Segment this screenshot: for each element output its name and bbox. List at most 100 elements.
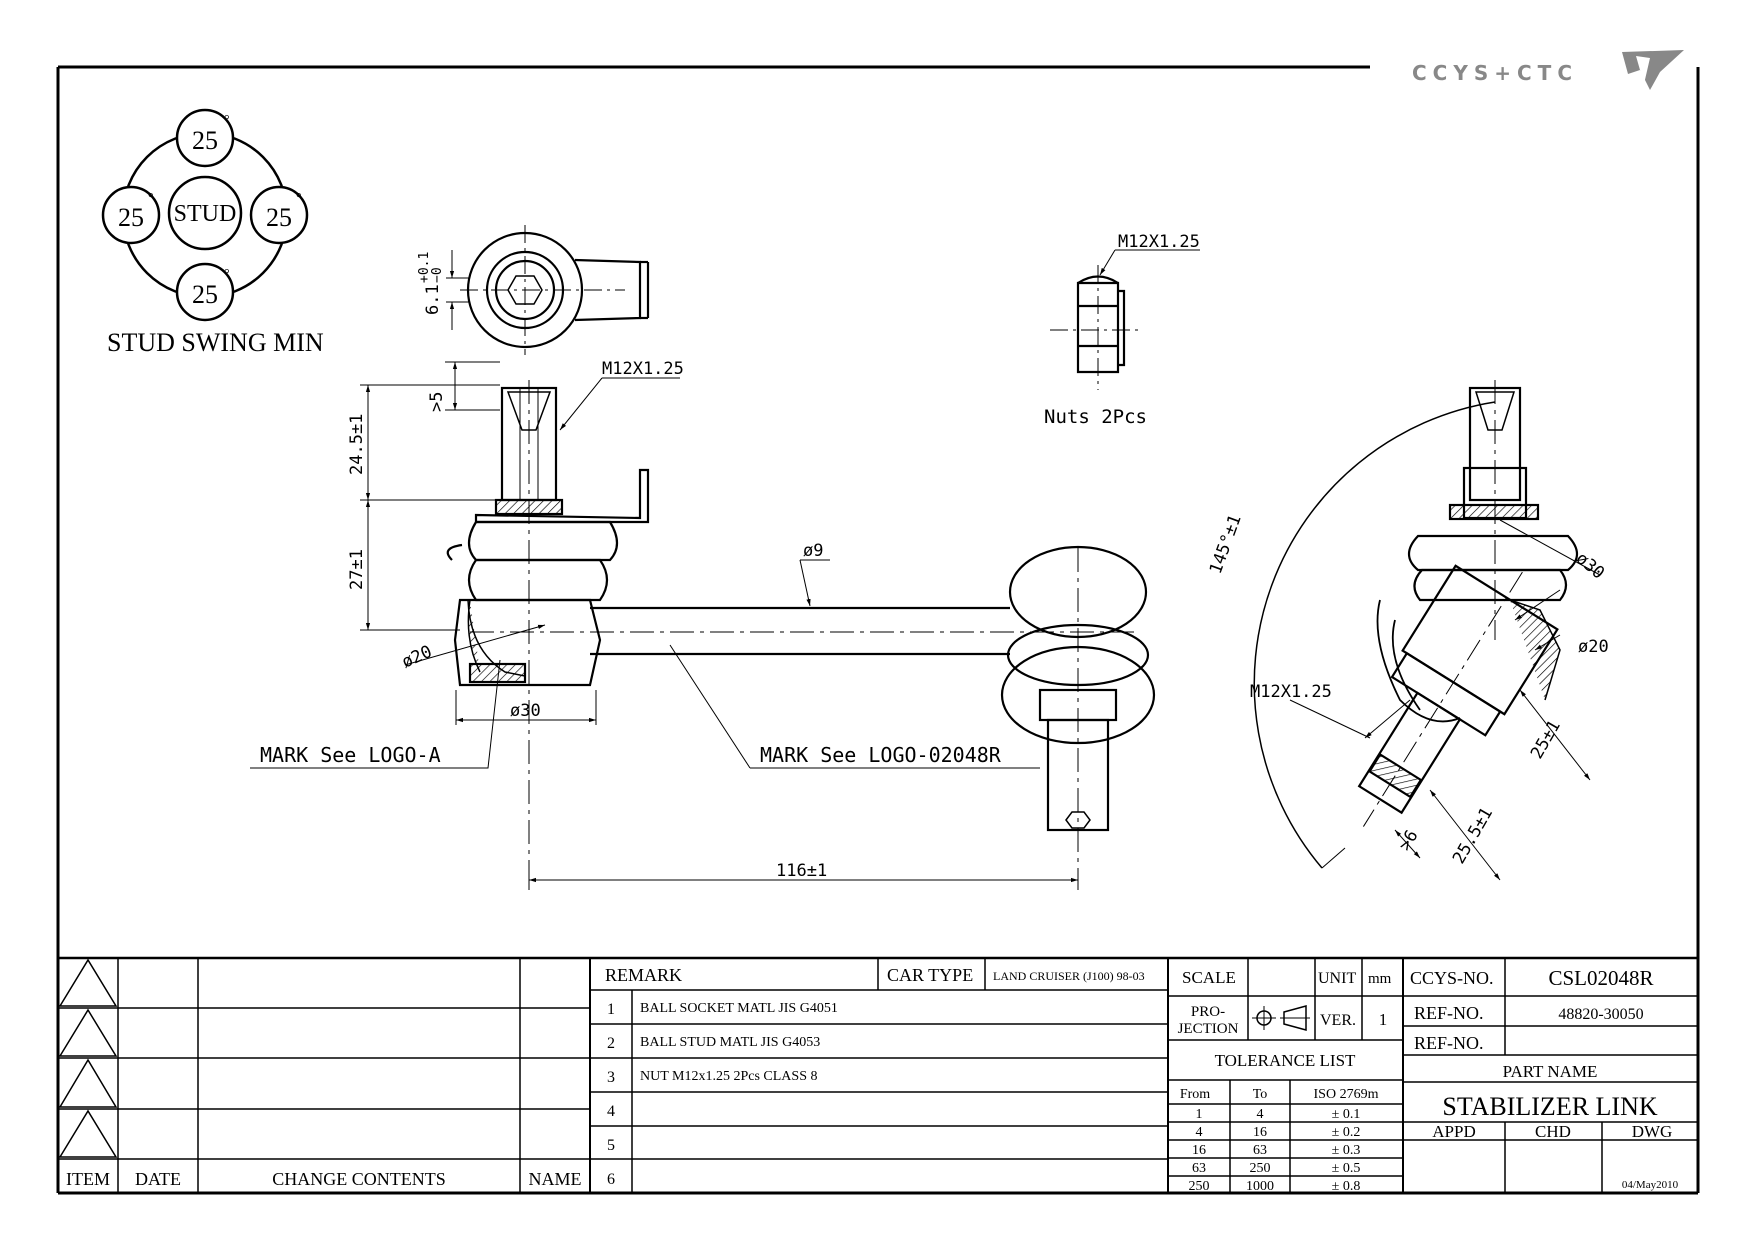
svg-text:3: 3 [607,1069,615,1086]
svg-text:± 0.5: ± 0.5 [1332,1161,1361,1176]
brand-logo: CCYS+CTC [1412,50,1684,90]
brand-name: CCYS+CTC [1412,61,1578,85]
side-dim-b: 25.5±1 [1449,804,1497,867]
ccys-number: CSL02048R [1548,966,1653,990]
side-view [1253,380,1601,881]
nut-labels: M12X1.25 Nuts 2Pcs [1044,232,1200,428]
mark-logo-b: MARK See LOGO-02048R [760,743,1002,767]
stud-thread: M12X1.25 [602,359,684,379]
svg-text:63: 63 [1192,1161,1206,1176]
swing-angle: 145°±1 [1206,512,1246,577]
svg-text:4: 4 [1196,1125,1203,1140]
scale-label: SCALE [1182,968,1236,987]
remark-item-1: BALL SOCKET MATL JIS G4051 [640,1001,838,1016]
svg-text:± 0.3: ± 0.3 [1332,1143,1361,1158]
svg-text:°: ° [148,191,154,206]
swing-angle-bottom: 25 [192,280,218,309]
nut-thread: M12X1.25 [1118,232,1200,252]
socket-height: 27±1 [347,549,367,590]
title-block-grid [58,956,1698,1193]
svg-text:250: 250 [1250,1161,1271,1176]
ref1-number: 48820-30050 [1558,1006,1643,1023]
change-header: CHANGE CONTENTS [272,1169,446,1189]
svg-text:2: 2 [607,1035,615,1052]
svg-text:1000: 1000 [1246,1179,1274,1194]
socket-dia: ø30 [510,701,541,721]
svg-text:1: 1 [1196,1107,1203,1122]
svg-text:± 0.2: ± 0.2 [1332,1125,1361,1140]
svg-text:ISO 2769m: ISO 2769m [1314,1087,1379,1102]
front-view [446,380,1156,880]
width-dim: 6.1 [423,284,443,315]
svg-text:16: 16 [1253,1125,1267,1140]
svg-text:5: 5 [607,1137,615,1154]
min-thread: >5 [427,392,447,412]
svg-text:From: From [1180,1087,1210,1102]
appd-label: APPD [1432,1122,1475,1141]
tolerance-title: TOLERANCE LIST [1215,1051,1356,1070]
unit-label: UNIT [1318,970,1356,987]
svg-text:± 0.8: ± 0.8 [1332,1179,1361,1194]
remark-label: REMARK [605,965,682,985]
swing-title: STUD SWING MIN [107,328,324,357]
svg-text:PRO-: PRO- [1191,1004,1225,1020]
top-view-dimension: 6.1 +0.1 −0 [417,252,445,315]
drawing-date: 04/May2010 [1622,1179,1679,1191]
tolerance-table: 1 4 ± 0.1 4 16 ± 0.2 16 63 ± 0.3 63 250 … [1189,1107,1361,1194]
frame [56,65,1700,1195]
remark-item-3: NUT M12x1.25 2Pcs CLASS 8 [640,1069,818,1084]
unit-value: mm [1368,971,1392,987]
svg-text:± 0.1: ± 0.1 [1332,1107,1361,1122]
nut-view [1050,249,1200,390]
svg-text:63: 63 [1253,1143,1267,1158]
side-min-thread: >6 [1395,827,1423,855]
svg-text:250: 250 [1189,1179,1210,1194]
svg-text:1: 1 [607,1001,615,1018]
bar-dia: ø9 [803,541,823,561]
revision-headers: ITEM DATE CHANGE CONTENTS NAME [66,1169,582,1189]
ball-dia: ø20 [399,642,435,673]
swing-angle-top: 25 [192,126,218,155]
svg-text:JECTION: JECTION [1178,1021,1239,1037]
mark-logo-a: MARK See LOGO-A [260,743,441,767]
remark-block: REMARK CAR TYPE LAND CRUISER (J100) 98-0… [605,965,1145,1188]
name-header: NAME [529,1169,582,1189]
ver-label: VER. [1320,1012,1356,1029]
nut-qty: Nuts 2Pcs [1044,406,1147,428]
svg-text:°: ° [296,191,302,206]
stud-length: 24.5±1 [347,414,367,475]
ref1-label: REF-NO. [1414,1003,1484,1023]
date-header: DATE [135,1169,181,1189]
svg-text:4: 4 [607,1103,615,1120]
ccys-label: CCYS-NO. [1410,968,1494,988]
svg-text:+0.1: +0.1 [417,252,432,283]
swing-angle-right: 25 [266,203,292,232]
part-name: STABILIZER LINK [1442,1092,1657,1121]
stud-swing-diagram [101,108,309,322]
remark-item-2: BALL STUD MATL JIS G4053 [640,1035,820,1050]
svg-text:6: 6 [607,1171,615,1188]
svg-text:°: ° [224,267,230,282]
item-header: ITEM [66,1169,110,1189]
spec-block: SCALE UNIT mm PRO- JECTION VER. 1 TOLERA… [1178,968,1392,1102]
stud-swing-labels: 25 25 25 25 ° ° ° ° STUD STUD SWING MIN [107,113,324,357]
front-view-dimensions [250,361,1079,890]
svg-text:4: 4 [1257,1107,1264,1122]
chd-label: CHD [1535,1122,1571,1141]
swing-angle-left: 25 [118,203,144,232]
svg-text:To: To [1253,1087,1268,1102]
title-block: CCYS-NO. CSL02048R REF-NO. 48820-30050 R… [1410,966,1679,1191]
ref2-label: REF-NO. [1414,1033,1484,1053]
part-name-label: PART NAME [1503,1062,1598,1081]
car-type-label: CAR TYPE [887,965,973,985]
side-ball-dia: ø20 [1578,637,1609,657]
center-distance: 116±1 [776,861,827,881]
svg-text:°: ° [224,113,230,128]
dwg-label: DWG [1632,1122,1673,1141]
top-view [446,225,650,355]
svg-text:−0: −0 [430,267,445,283]
svg-text:16: 16 [1192,1143,1206,1158]
side-thread: M12X1.25 [1250,682,1332,702]
car-type-value: LAND CRUISER (J100) 98-03 [993,969,1145,983]
